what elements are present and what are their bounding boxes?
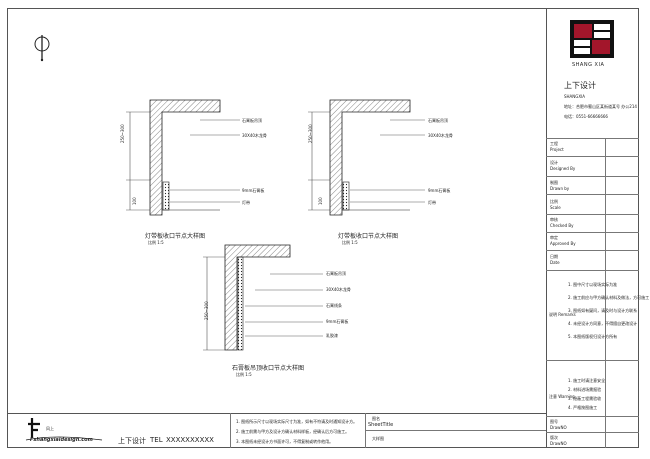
row-label-en: Checked By [550,223,574,228]
row-label-en: Project [550,147,564,152]
company-name-en: SHANGXIA [564,94,586,99]
remarks-label: 说明 Remarks [549,312,576,317]
footer-row-divider [365,430,546,431]
warning-item: 3. 隐蔽工程需验收 [568,396,602,401]
detail-drawing-1 [110,90,290,250]
detail-label: 石膏板吊顶 [428,118,448,123]
row-label-en: Drawn by [550,186,570,191]
detail-label: 9mm石膏板 [242,188,265,193]
remark-item: 5. 本图纸版权归设计方所有 [568,334,618,339]
row-label: 图号 [550,419,558,424]
footer-logo-sub: 风上 [46,426,54,431]
dimension-label: 100 [132,197,137,205]
logo-text: SHANG XIA [572,62,605,68]
footer-tel-label: TEL [150,436,163,444]
detail-label: 石膏板吊顶 [242,118,262,123]
row-label-en: Scale [550,205,561,210]
footer-logo-text: Fshangxiaidesign.com [30,437,93,443]
row-label: 工程 [550,141,558,146]
detail-scale: 比例 1:5 [148,240,164,245]
detail-label: 灯带 [242,200,250,205]
detail-scale: 比例 1:5 [236,372,252,377]
row-divider [546,250,639,251]
dimension-label: 250~300 [308,124,313,143]
footer-company: 上下设计 [118,437,146,445]
row-label: 版次 [550,435,558,440]
detail-scale: 比例 1:5 [342,240,358,245]
detail-caption: 石膏板吊顶收口节点大样图 [232,365,305,372]
company-name: 上下设计 [564,81,596,90]
sheet-title-en: SheetTitle [368,422,394,428]
row-divider [546,232,639,233]
detail-drawing-3 [195,240,375,360]
warning-item: 1. 施工时请注意安全 [568,378,606,383]
detail-caption: 灯带板收口节点大样图 [338,233,399,240]
dimension-label: 250~300 [204,301,209,320]
row-divider [546,416,639,417]
footer-note: 3. 本图纸未经设计方书面许可，不得复制或转作他用。 [236,439,334,444]
detail-label: 30X40木龙骨 [242,133,267,138]
brand-logo [570,20,614,58]
row-label: 审核 [550,217,558,222]
footer-note: 1. 图纸所示尺寸以现场实际尺寸为准，如有不符请及时通知设计方。 [236,419,358,424]
remark-item: 4. 未经设计方同意，不得擅自更改设计 [568,321,638,326]
company-address: 地址：合肥市蜀山区某街道某号 办公214 [564,104,637,109]
row-divider [546,214,639,215]
dimension-label: 250~300 [120,124,125,143]
drawing-frame [7,8,639,448]
row-label-en: Approved By [550,241,576,246]
detail-label: 灯带 [428,200,436,205]
warning-item: 2. 材料进场需报验 [568,387,602,392]
company-phone: 电话：0551-66666666 [564,114,608,119]
footer-tel-value: XXXXXXXXXX [166,436,214,444]
row-label: 日期 [550,254,558,259]
row-divider [546,194,639,195]
warning-item: 4. 严格按图施工 [568,405,598,410]
detail-label: 9mm石膏板 [428,188,451,193]
row-label-en: DrawNO [550,425,567,430]
row-divider [546,360,639,361]
row-label-en: Designed By [550,166,576,171]
detail-label: 30X40木龙骨 [326,287,351,292]
sheet-title-cn: 大样图 [372,436,384,441]
footer-note: 2. 施工前需与甲方及设计方确认材料样板，经确认后方可施工。 [236,429,350,434]
row-divider [546,138,639,139]
warning-label: 注意 Warning [549,394,575,399]
row-divider [546,156,639,157]
detail-label: 石膏板吊顶 [326,271,346,276]
detail-label: 乳胶漆 [326,333,338,338]
row-divider [546,176,639,177]
remark-item: 1. 图中尺寸以现场实际为准 [568,282,618,287]
detail-drawing-2 [300,90,480,250]
row-label: 审定 [550,235,558,240]
remark-item: 3. 图纸如有疑问，请及时与设计方联系 [568,308,638,313]
north-arrow-icon [33,32,51,62]
row-label: 设计 [550,160,558,165]
row-divider [546,270,639,271]
detail-label: 9mm石膏板 [326,319,349,324]
row-label-en: DrawNO [550,441,567,446]
sheet-label: 图名 [372,416,380,421]
title-block [546,8,639,448]
row-label: 制图 [550,180,558,185]
footer-divider [7,413,546,414]
detail-label: 石膏线条 [326,303,342,308]
detail-label: 30X40木龙骨 [428,133,453,138]
row-label: 比例 [550,199,558,204]
footer-logo [24,416,104,444]
footer-col-divider [230,413,231,448]
row-divider [546,432,639,433]
title-block-divider [605,138,606,448]
detail-caption: 灯带板收口节点大样图 [145,233,206,240]
row-label-en: Date [550,260,560,265]
dimension-label: 100 [318,197,323,205]
remark-item: 2. 施工前应与甲方确认材料及做法，方可施工 [568,295,650,300]
